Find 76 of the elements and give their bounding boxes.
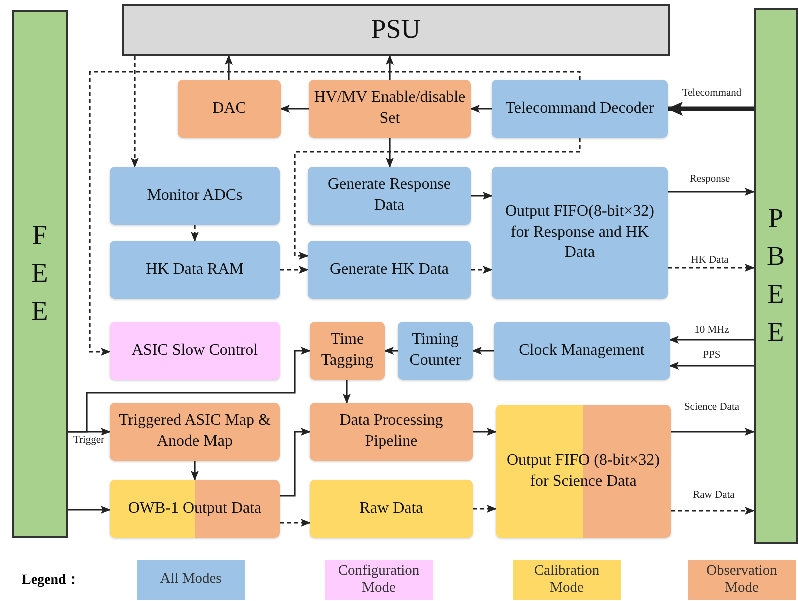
arrow — [471, 266, 493, 274]
edge-label: Response — [688, 174, 732, 186]
box-label: Generate Response Data — [326, 175, 452, 216]
arrow — [671, 507, 755, 515]
arrow — [667, 102, 754, 116]
box-label: Triggered ASIC Map & Anode Map — [118, 411, 272, 452]
process-box — [110, 241, 280, 299]
process-box — [310, 322, 385, 380]
legend-label: All Modes — [160, 571, 222, 589]
box-label: Timing Counter — [408, 330, 462, 371]
process-box — [122, 4, 670, 56]
box-label: Monitor ADCs — [147, 186, 243, 206]
unit-name: FEE — [30, 219, 50, 328]
arrow — [294, 138, 581, 260]
unit-panel — [754, 8, 798, 544]
process-box — [310, 403, 473, 461]
process-box — [110, 403, 280, 461]
arrow — [669, 336, 754, 344]
box-label: Raw Data — [360, 498, 424, 519]
process-box — [308, 241, 471, 299]
unit-name: PBEE — [766, 202, 786, 349]
arrow — [343, 380, 351, 404]
process-box — [308, 167, 471, 225]
arrow — [473, 428, 497, 436]
process-box — [110, 167, 280, 225]
process-box — [398, 322, 473, 380]
arrow — [669, 362, 754, 370]
arrow — [668, 188, 755, 196]
arrow — [225, 55, 233, 80]
box-label: Data Processing Pipeline — [338, 411, 444, 452]
arrow — [191, 461, 199, 481]
arrow — [473, 505, 497, 513]
arrow — [470, 105, 492, 113]
box-label: Telecommand Decoder — [506, 98, 654, 119]
process-box — [110, 322, 280, 380]
box-label: ASIC Slow Control — [132, 340, 258, 361]
legend-label: Configuration Mode — [338, 562, 420, 598]
arrow — [384, 347, 398, 355]
box-label: HK Data RAM — [146, 260, 244, 280]
arrow — [386, 55, 394, 80]
arrow — [472, 347, 494, 355]
box-label: OWB-1 Output Data — [128, 498, 262, 519]
unit-panel — [12, 10, 68, 538]
box-label: Clock Management — [519, 340, 645, 361]
legend-label: Observation Mode — [706, 562, 778, 598]
arrow — [280, 519, 311, 527]
arrow — [386, 138, 394, 168]
process-box — [310, 480, 473, 538]
box-label: Time Tagging — [320, 330, 375, 371]
arrow — [131, 56, 139, 168]
arrow — [68, 506, 111, 514]
edge-label: Trigger — [72, 435, 106, 448]
arrow — [471, 192, 493, 200]
arrow — [668, 264, 755, 272]
arrow — [89, 71, 581, 356]
box-label: PSU — [371, 13, 421, 46]
process-box — [494, 322, 670, 380]
arrow — [671, 428, 755, 436]
arrow — [280, 105, 309, 113]
legend-label: Calibration Mode — [533, 562, 601, 598]
process-box — [309, 80, 471, 138]
process-box — [110, 480, 280, 538]
legend-title: Legend： — [22, 572, 80, 589]
arrow — [191, 225, 199, 242]
process-box — [178, 80, 281, 138]
arrow — [68, 428, 111, 436]
box-label: DAC — [212, 98, 246, 119]
process-box — [492, 167, 668, 299]
arrow — [280, 266, 309, 274]
process-box — [492, 80, 668, 138]
process-box — [496, 405, 671, 538]
box-label: Output FIFO(8-bit×32) for Response and HK Data — [504, 202, 656, 264]
box-label: Output FIFO (8-bit×32) for Science Data — [506, 450, 662, 492]
box-label: HV/MV Enable/disable Set — [313, 88, 467, 129]
box-label: Generate HK Data — [330, 260, 450, 280]
arrow — [280, 428, 311, 497]
